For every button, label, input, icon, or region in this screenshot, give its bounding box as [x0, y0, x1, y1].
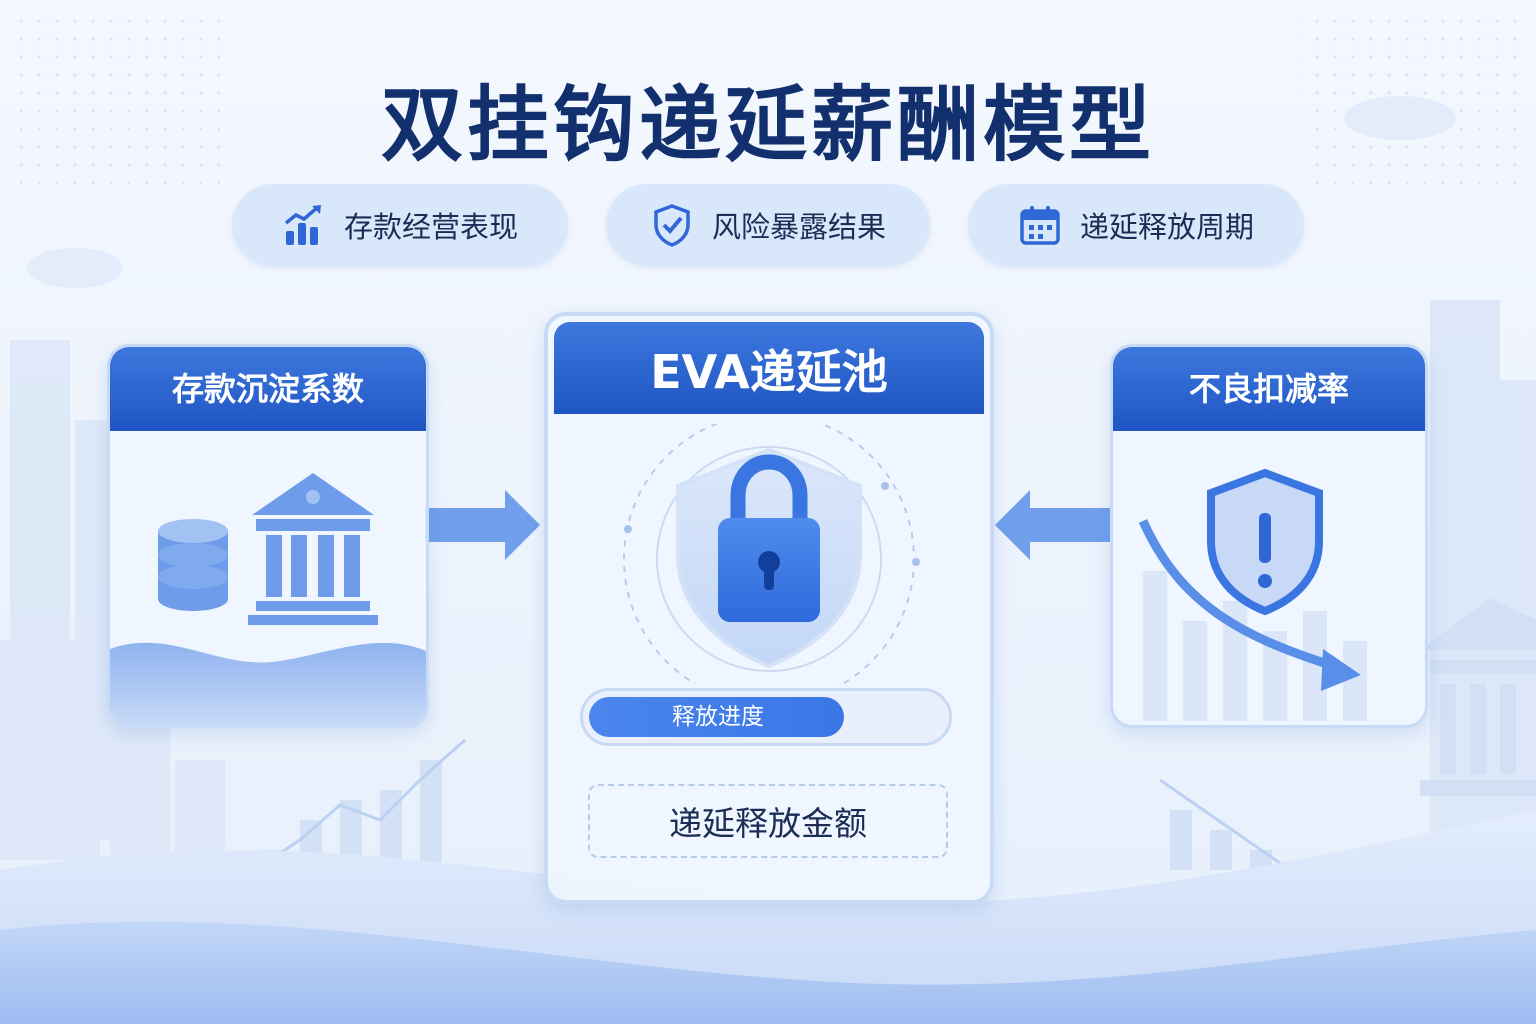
deposit-sediment-card: 存款沉淀系数: [107, 344, 429, 728]
pill-deferred-cycle: 递延释放周期: [968, 184, 1304, 266]
coin-stack-icon: [158, 519, 228, 611]
calendar-icon: [1020, 206, 1060, 245]
card-illustration: [110, 473, 426, 725]
shield-alert-icon: [1207, 468, 1323, 616]
down-trend-arrow-icon: [1138, 519, 1361, 691]
release-progress-bar: 释放进度: [580, 688, 952, 746]
padlock-shield-icon: [623, 424, 920, 684]
right-arrow-connector: [425, 490, 540, 560]
bank-building-icon: [248, 473, 378, 625]
eva-deferred-pool-card: EVA递延池 释放进度 递延释放金额: [544, 312, 994, 904]
pill-risk-exposure: 风险暴露结果: [606, 184, 930, 266]
pill-label: 递延释放周期: [1079, 210, 1254, 244]
progress-fill: [589, 697, 844, 737]
card-title: 存款沉淀系数: [110, 347, 426, 431]
card-illustration: [1138, 468, 1367, 721]
page-title: 双挂钩递延薪酬模型: [380, 78, 1155, 173]
bar-chart-growth-icon: [284, 205, 321, 245]
card-title: 不良扣减率: [1113, 347, 1425, 431]
water-wave: [110, 642, 426, 725]
pill-deposit-performance: 存款经营表现: [232, 184, 568, 266]
pill-label: 风险暴露结果: [711, 210, 886, 244]
progress-label: 释放进度: [672, 704, 764, 730]
npl-deduction-card: 不良扣减率: [1110, 344, 1428, 728]
pill-label: 存款经营表现: [343, 210, 518, 244]
amount-label: 递延释放金额: [669, 804, 867, 843]
deferred-release-amount-box: 递延释放金额: [588, 784, 948, 858]
shield-check-icon: [654, 204, 690, 247]
card-title: EVA递延池: [554, 322, 984, 414]
left-arrow-connector: [995, 490, 1110, 560]
